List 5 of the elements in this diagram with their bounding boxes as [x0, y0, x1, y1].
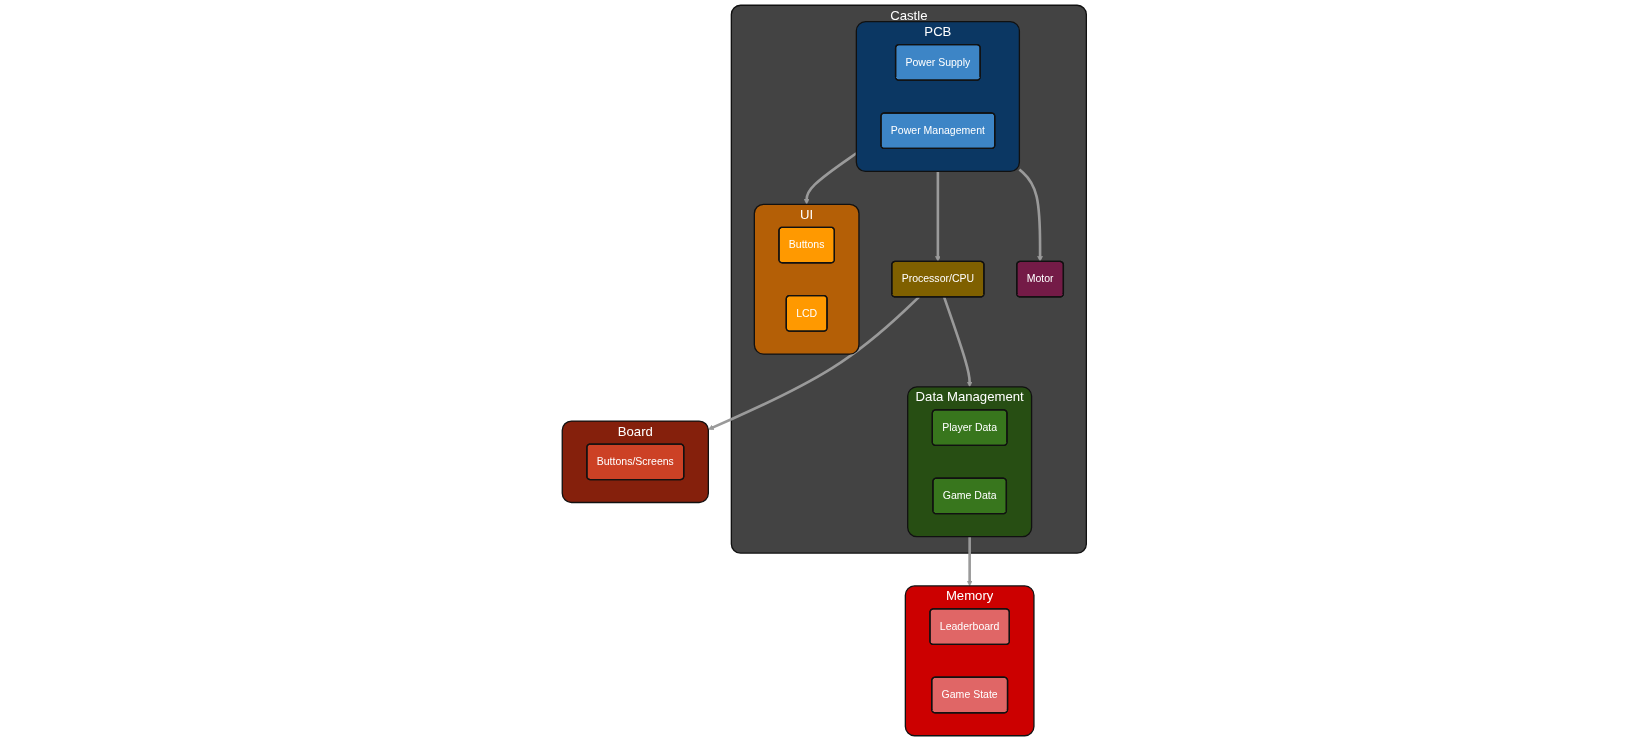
arrow — [934, 171, 941, 262]
arrow — [966, 536, 973, 587]
arrow — [803, 152, 857, 205]
arrow — [1018, 168, 1043, 262]
arrow — [942, 296, 973, 388]
